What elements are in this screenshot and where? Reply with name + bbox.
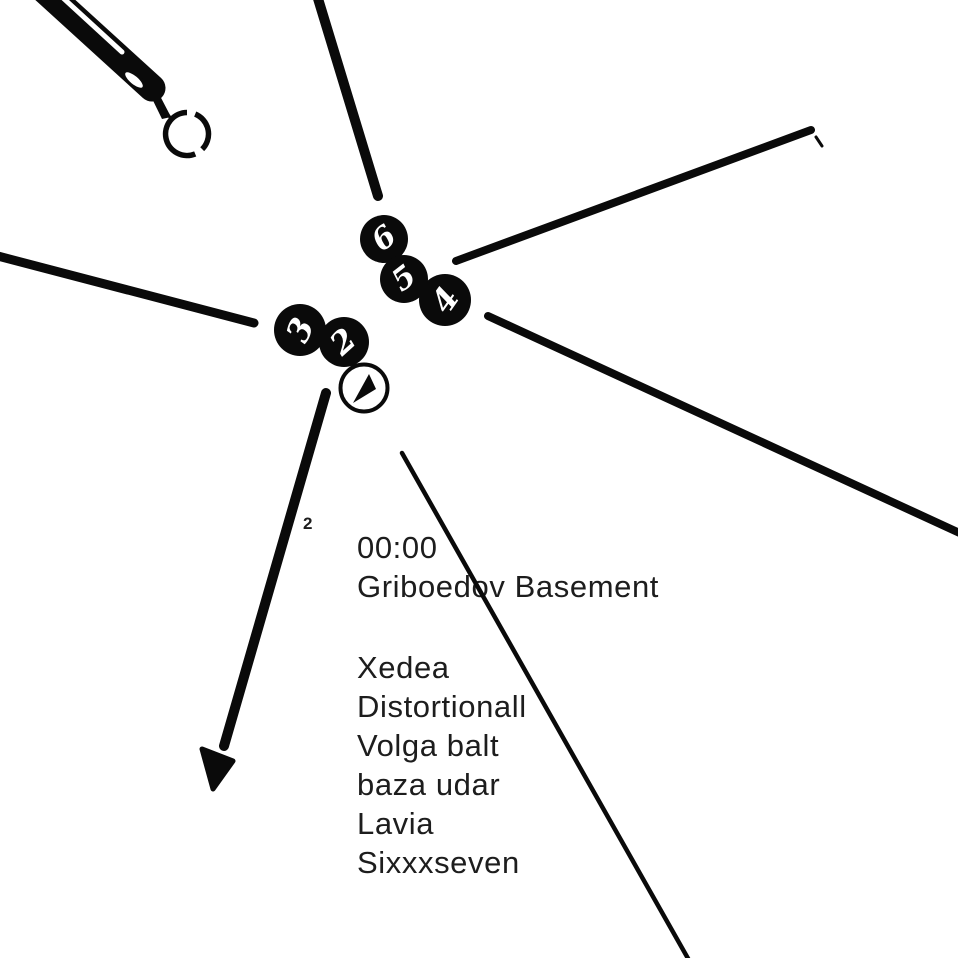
ball-2-label: 2 [323, 321, 364, 363]
lineup-list: Xedea Distortionall Volga balt baza udar… [357, 648, 659, 882]
event-details: 00:00 Griboedov Basement Xedea Distortio… [357, 528, 659, 882]
pointer-ball [338, 362, 390, 414]
clock-hand-icon [338, 362, 390, 414]
lineup-item: baza udar [357, 767, 501, 802]
ball-4: 4 [419, 274, 471, 326]
ring-icon [162, 109, 212, 159]
ball-3-label: 3 [278, 311, 322, 349]
tick-mark [814, 135, 824, 148]
ray-line-left [0, 251, 259, 328]
event-venue: Griboedov Basement [357, 569, 660, 604]
ball-5-label: 5 [384, 258, 423, 299]
timeline-arrow [199, 388, 331, 792]
superscript-note: 2 [303, 514, 313, 533]
needle-icon [35, 0, 174, 122]
ray-line-upper-right [452, 126, 815, 265]
lineup-item: Sixxxseven [357, 845, 520, 880]
ray-line-lower-right [484, 312, 958, 537]
event-time: 00:00 [357, 530, 438, 565]
lineup-item: Lavia [357, 806, 435, 841]
ball-2: 2 [319, 317, 369, 367]
lineup-item: Volga balt [357, 728, 500, 763]
lineup-item: Xedea [357, 650, 450, 685]
ball-6-label: 6 [364, 218, 403, 259]
lineup-item: Distortionall [357, 689, 527, 724]
ray-line-top [313, 0, 383, 201]
ball-3: 3 [274, 304, 326, 356]
ball-4-label: 4 [423, 279, 467, 321]
